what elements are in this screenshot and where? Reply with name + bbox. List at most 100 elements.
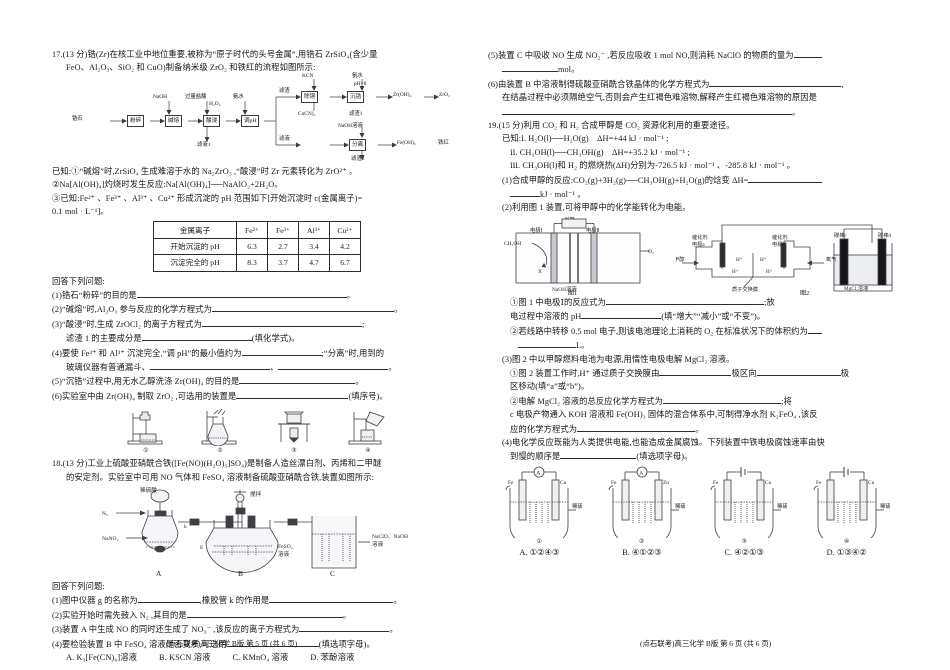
flow-residue-2: 滤渣2 <box>351 155 365 162</box>
blank-line[interactable] <box>239 374 356 385</box>
q19-item-2: (2)利用图 1 装置,可将甲醇中的化学能转化为电能。 <box>502 203 691 213</box>
blank-line[interactable] <box>502 62 558 73</box>
apparatus-1: ① <box>122 408 170 454</box>
q17-tail-4: ;“分离”时,用到的 <box>321 348 385 358</box>
blank-line[interactable] <box>663 394 782 404</box>
q19-option-b[interactable]: B. ④①②③ <box>622 547 662 557</box>
blank-line[interactable] <box>278 360 389 370</box>
blank-line[interactable] <box>510 187 540 198</box>
td-start-ph-al3: 3.4 <box>298 237 330 256</box>
blank-line[interactable] <box>236 389 349 399</box>
q18-option-c[interactable]: C. KMnO₄ 溶液 <box>232 653 289 663</box>
blank-line[interactable] <box>186 608 343 618</box>
q19-option-a[interactable]: A. ①②④③ <box>519 547 560 557</box>
blank-line[interactable] <box>756 366 841 376</box>
footer-right: (点石联考)高三化学 B版 第 6 页 (共 6 页) <box>640 639 772 648</box>
th-cu2: Cu²⁺ <box>329 221 361 239</box>
q18-item-3: (3)装置 A 中生成 NO 的同时还生成了 NO₃⁻ ,该反应的离子方程式为 <box>52 625 300 635</box>
blank-line[interactable] <box>605 295 764 305</box>
q17-item-5: (5)“沉锆”过程中,用无水乙醇洗涤 Zr(OH)₄ 的目的是 <box>52 377 240 387</box>
svg-text:电极a: 电极a <box>692 240 705 248</box>
blank-line[interactable] <box>136 288 347 298</box>
right-column: (5)装置 C 中吸收 NO 生成 NO₂⁻ ,若反应吸收 1 mol NO,则… <box>488 48 898 557</box>
svg-text:Zn: Zn <box>663 480 669 486</box>
q18-tail-4: (填选项字母)。 <box>318 639 375 649</box>
q19-item-3: (3)图 2 中以甲醇燃料电池为电源,用惰性电极电解 MgCl₂ 溶液。 <box>502 354 735 364</box>
blank-line[interactable] <box>299 622 390 633</box>
svg-text:搅拌: 搅拌 <box>250 490 262 498</box>
svg-text:H⁺: H⁺ <box>732 269 739 275</box>
flow-box-crush: 粉碎 <box>127 114 145 127</box>
blank-line[interactable] <box>212 302 395 313</box>
q17-item-1: (1)锆石“粉碎”的目的是 <box>52 290 137 300</box>
svg-text:B: B <box>238 569 243 578</box>
blank-line[interactable] <box>709 77 842 87</box>
q19-known-1: ⅰ. H₂O(l)──H₂O(g) ΔH=+44 kJ · mol⁻¹ ; <box>521 134 669 144</box>
q19-2-2a: ②若线路中转移 0.5 mol 电子,则该电池理论上消耗的 O₂ 在标准状况下的… <box>510 326 808 336</box>
blank-line[interactable] <box>141 331 252 342</box>
q18-option-a[interactable]: A. K₃[Fe(CN)₆]溶液 <box>66 653 137 663</box>
q17-item-4b: 玻璃仪器有普通漏斗、 <box>66 363 150 372</box>
blank-line[interactable] <box>502 105 792 115</box>
q18-apparatus-figure: 稀硫酸 N₂ NaNO₂ 搅拌 g NaClO、NaOH 溶液 FeSO₄ 溶液… <box>52 486 462 578</box>
svg-text:A: A <box>639 470 643 476</box>
q19-4a: (4)电化学反应既能为人类提供电能,也能造成金属腐蚀。下列装置中铁电极腐蚀速率由… <box>502 437 825 447</box>
q19-2-2b: L。 <box>576 341 590 351</box>
q19-2-1a: ①图 1 中电极Ⅰ的反应式为 <box>510 297 606 307</box>
flow-start: 锆石 <box>72 115 83 122</box>
footer-left: (点石联考)高三化学 B版 第 5 页 (共 6 页) <box>166 639 298 648</box>
blank-line[interactable] <box>560 449 637 460</box>
svg-text:A: A <box>536 470 540 476</box>
q19-3-2a: ②电解 MgCl₂ 溶液的总反应化学方程式为 <box>510 396 664 406</box>
q19-3-1d: 区移动(填“a”或“b”)。 <box>510 382 590 392</box>
ion-ph-table: 金属离子 Fe²⁺ Fe³⁺ Al³⁺ Cu²⁺ 开始沉淀的 pH 6.3 2.… <box>153 221 361 272</box>
q19-option-d[interactable]: D. ①③④② <box>826 547 867 557</box>
svg-text:CH₃OH: CH₃OH <box>504 241 521 247</box>
flow-reagent-h2o2: H₂O₂ <box>209 100 221 107</box>
q19-3-2b: ;将 <box>781 396 792 406</box>
blank-line[interactable] <box>226 637 319 647</box>
q17-known-3a: ③已知:Fe²⁺ 、Fe³⁺ 、Al³⁺ 、Cu²⁺ 形成沉淀的 pH 范围如下… <box>52 193 363 203</box>
blank-line[interactable] <box>581 309 662 320</box>
th-fe3: Fe³⁺ <box>267 221 299 239</box>
q19-4b: 到慢的顺序是 <box>510 452 561 462</box>
q19-2-1b: ;放 <box>763 297 775 307</box>
svg-text:H⁺: H⁺ <box>736 257 743 263</box>
blank-line[interactable] <box>269 593 394 604</box>
blank-line[interactable] <box>748 173 823 183</box>
blank-line[interactable] <box>149 360 270 370</box>
blank-line[interactable] <box>577 422 696 432</box>
q19-known-3: ⅲ. CH₃OH(l)和 H₂ 的燃烧热(ΔH)分别为-726.5 kJ · m… <box>510 161 795 171</box>
flow-reagent-hcl: 过量盐酸 <box>185 93 207 100</box>
apparatus-label-1: ① <box>143 448 149 455</box>
flow-reagent-ammonia-1: 氨水 <box>233 93 244 100</box>
q18-option-b[interactable]: B. KSCN 溶液 <box>159 653 211 663</box>
svg-text:Cu: Cu <box>560 480 567 486</box>
q17-known-3b: 0.1 mol · L⁻¹]。 <box>52 207 109 217</box>
q18-stem-line2: 的安定剂。实验室中可用 NO 气体和 FeSO₄ 溶液制备硫酸亚硝酰合铁,装置如… <box>66 472 375 482</box>
q18-option-d[interactable]: D. 苯酚溶液 <box>310 653 355 663</box>
blank-line[interactable] <box>201 317 362 327</box>
q17-known-1: 已知:①“碱熔”时,ZrSiO₄ 生成难溶于水的 Na₂ZrO₃ ,“酸浸”时 … <box>52 166 358 176</box>
q17-stem-line2: FeO、Al₂O₃、SiO₂ 和 CuO)制备纳米级 ZrO₂ 和铁红的流程如图… <box>66 63 316 73</box>
q19-answer-options: A. ①②④③ B. ④①②③ C. ④②①③ D. ①③④② <box>488 547 898 557</box>
q17-tail-6: (填序号)。 <box>348 391 388 401</box>
left-column: 17.(13 分)锆(Zr)在核工业中地位重要,被称为“原子时代的头号金属”,用… <box>52 48 462 664</box>
blank-line[interactable] <box>241 346 322 356</box>
blank-line[interactable] <box>518 338 576 349</box>
flow-filtrate-1: 滤液1 <box>197 141 211 148</box>
q19-2-1c: 电过程中溶液的 pH <box>510 312 582 322</box>
svg-text:稀硫酸: 稀硫酸 <box>572 502 582 510</box>
blank-line[interactable] <box>793 48 822 58</box>
q19-option-c[interactable]: C. ④②①③ <box>724 547 764 557</box>
blank-line[interactable] <box>659 366 732 376</box>
q17-item-3: (3)“酸浸”时,生成 ZrOCl₂ 的离子方程式为 <box>52 319 202 329</box>
blank-line[interactable] <box>807 324 822 334</box>
blank-line[interactable] <box>137 593 200 604</box>
flow-filter-residue: 滤渣 <box>279 87 290 94</box>
svg-text:H⁺: H⁺ <box>766 269 773 275</box>
flow-box-alkali-fusion: 碱熔 <box>165 114 183 127</box>
td-start-ph-fe3: 2.7 <box>267 237 299 256</box>
